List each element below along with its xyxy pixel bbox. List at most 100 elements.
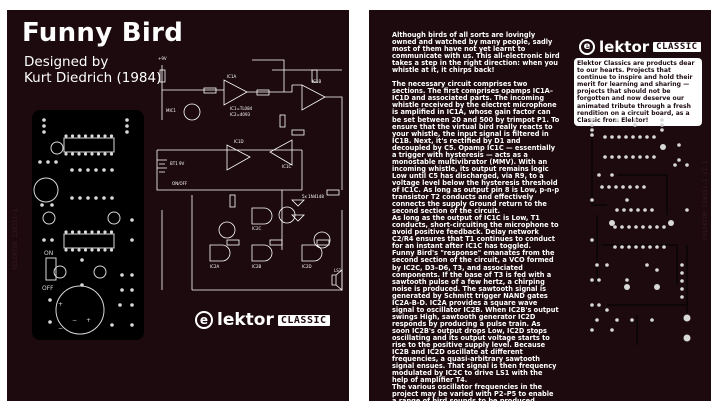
pcb-pad — [662, 245, 666, 249]
pcb-pad — [655, 225, 659, 229]
paragraph: The various oscillator frequencies in th… — [392, 383, 554, 406]
diode-bridge — [291, 199, 305, 222]
ic-note-1: IC1=TL084 — [230, 106, 253, 111]
pcb-pad — [80, 258, 84, 262]
pcb-pad — [50, 203, 54, 207]
pcb-pad — [70, 152, 75, 156]
pcb-pad — [90, 230, 94, 234]
pcb-pad — [590, 303, 594, 307]
paragraph: The necessary circuit comprises two sect… — [392, 80, 560, 216]
elektor-wordmark: lektor — [217, 310, 274, 330]
pcb-pad — [109, 134, 114, 138]
pcb-pad — [96, 134, 101, 138]
pcb-pad — [655, 268, 659, 272]
pcb-pad — [130, 238, 134, 242]
pcb-pad — [624, 155, 628, 159]
pcb-pad — [650, 318, 654, 322]
pcb-pad — [94, 168, 98, 172]
pcb-pad — [590, 198, 594, 202]
pcb-pad — [110, 323, 114, 327]
label-ic1c: IC1C — [282, 164, 292, 169]
pcb-pad — [660, 128, 664, 132]
transistor-t2 — [218, 221, 236, 239]
opamp-ic1b — [301, 84, 326, 111]
project-title: Funny Bird — [22, 18, 184, 48]
elektor-wordmark: lektor — [599, 38, 650, 56]
circuit-schematic: IC1=TL084 IC2=4093 IC1A IC1B IC1C IC1D I… — [152, 50, 350, 305]
pcb-pad — [83, 230, 88, 234]
paragraph: Funny Bird's "response" emanates from th… — [392, 249, 559, 385]
pcb-pad — [625, 278, 629, 282]
resistor — [311, 69, 318, 83]
pcb-pad — [625, 198, 629, 202]
elektor-classics-info-box: Elektor Classics are products dear to ou… — [574, 58, 702, 126]
pcb-pad — [655, 245, 659, 249]
pcb-pad — [109, 230, 114, 234]
pcb-pad — [630, 318, 634, 322]
pcb-pad — [78, 168, 82, 172]
pcb-pad — [90, 248, 94, 252]
pcb-pad — [125, 124, 129, 128]
pcb-pad — [680, 263, 684, 267]
pcb-pad — [103, 248, 107, 252]
pcb-pad — [636, 208, 640, 212]
pcb-pad — [77, 248, 81, 252]
pcb-pad — [597, 278, 601, 282]
pcb-pad — [628, 185, 632, 189]
pcb-pad — [109, 152, 114, 156]
pcb-pad — [595, 263, 599, 267]
pcb-pad — [120, 273, 124, 277]
pcb-pad — [638, 135, 642, 139]
label-ls1: LS1 — [334, 268, 342, 273]
pcb-pad — [654, 284, 660, 290]
elektor-e-icon: e — [579, 39, 595, 55]
pcb-pad — [38, 160, 42, 164]
pcb-pad — [642, 185, 646, 189]
pcb-pad — [660, 118, 664, 122]
pcb-pad — [615, 118, 619, 122]
pcb-pad — [673, 163, 677, 167]
article-body: Although birds of all sorts are lovingly… — [392, 31, 560, 420]
label-ic1d: IC1D — [234, 139, 244, 144]
resistor — [316, 239, 330, 246]
pcb-pad — [78, 196, 82, 200]
pcb-pad — [109, 248, 114, 252]
pcb-on-label: ON — [44, 250, 53, 257]
pcb-pad — [614, 185, 618, 189]
pcb-pad — [42, 238, 46, 242]
pcb-speaker-minus: − — [72, 317, 77, 324]
mic-outline — [33, 177, 59, 203]
pcb-pad — [48, 298, 52, 302]
pcb-pad — [609, 220, 615, 226]
resistor — [269, 239, 283, 246]
label-ic2b: IC2B — [252, 264, 262, 269]
pcb-pad — [621, 185, 625, 189]
pcb-pad — [677, 143, 681, 147]
pcb-pad — [103, 152, 107, 156]
right-page: Although birds of all sorts are lovingly… — [369, 10, 711, 419]
pcb-pad — [70, 168, 74, 172]
pcb-pad — [64, 248, 68, 252]
opamp-ic1c — [269, 139, 293, 166]
pcb-pad — [617, 155, 621, 159]
pcb-pad — [64, 230, 68, 234]
pcb-pad — [605, 263, 609, 267]
pcb-minus-label: − — [58, 325, 63, 332]
pcb-pad — [683, 334, 691, 342]
ic2-outline — [63, 233, 115, 249]
pcb-pad — [83, 248, 88, 252]
pcb-pad — [610, 155, 614, 159]
resistor — [256, 89, 270, 96]
label-battery: BT1 9V — [170, 161, 185, 166]
pcb-pad — [645, 135, 649, 139]
pcb-pad — [83, 152, 88, 156]
pcb-pad — [643, 208, 647, 212]
pcb-top-view: ON OFF + − − + — [32, 110, 144, 340]
pcb-pad — [48, 320, 52, 324]
pcb-pad — [627, 245, 631, 249]
speaker-ls1 — [331, 269, 343, 291]
pcb-pad — [46, 160, 50, 164]
pcb-pad — [652, 155, 656, 159]
pcb-pad — [120, 288, 124, 292]
pcb-pad — [624, 135, 628, 139]
